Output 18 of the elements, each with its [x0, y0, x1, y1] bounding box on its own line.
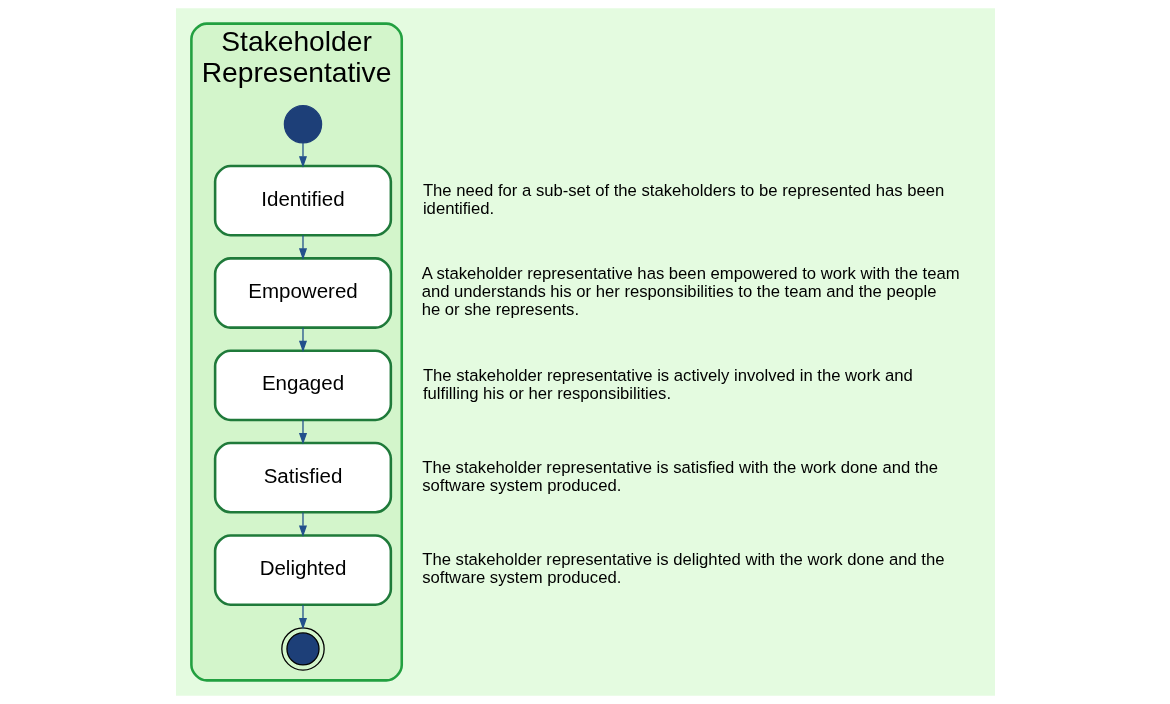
arrow — [298, 327, 307, 353]
arrow — [298, 419, 307, 445]
node-box: Satisfied — [213, 441, 392, 514]
node-label: The stakeholder representative is delighted with the work done and the software system produced. — [421, 550, 944, 588]
arrow — [298, 142, 307, 168]
arrow — [298, 234, 307, 260]
node-box: Empowered — [213, 257, 392, 329]
node-label: A stakeholder representative has been empowered to work with the team and understands his or her responsibilities to the team and the people he or she represents. — [421, 264, 960, 320]
node-label: The need for a sub-set of the stakeholders to be represented has been identified. — [422, 181, 944, 218]
node-box: Identified — [213, 164, 392, 237]
node-box: Engaged — [213, 349, 392, 422]
node-label: The stakeholder representative is actively involved in the work and fulfilling his or her responsibilities. — [422, 365, 913, 403]
node-box: Delighted — [213, 534, 392, 606]
node-label: The stakeholder representative is satisfied with the work done and the software system produced. — [421, 458, 938, 496]
arrow — [298, 511, 307, 537]
node-circle — [283, 105, 322, 144]
arrow — [298, 604, 307, 630]
node-circle — [280, 627, 325, 671]
